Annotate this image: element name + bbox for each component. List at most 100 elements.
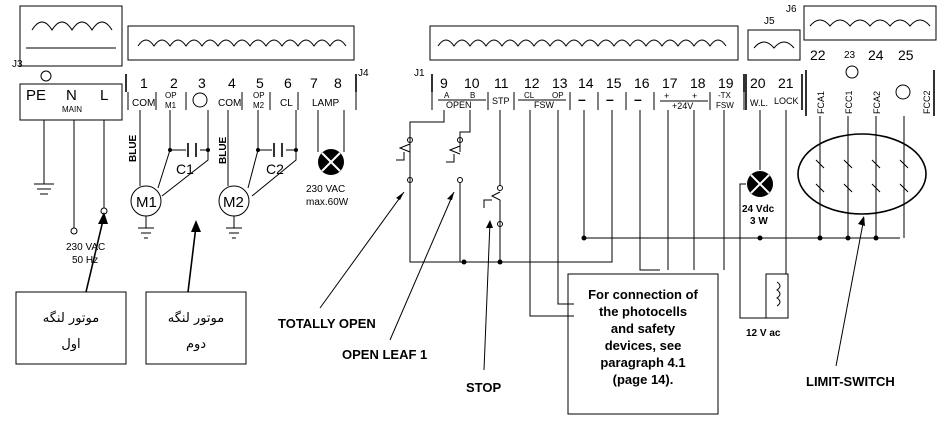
j3-screw: [40, 70, 52, 82]
note-line-5: paragraph 4.1: [600, 355, 685, 370]
j4-label: J4: [358, 68, 369, 79]
j6-connector: J6 22 23 24 25 FCA1 FCC1 FCA2 FCC2: [786, 4, 937, 241]
lamp-spec-power: max.60W: [306, 197, 349, 208]
m1-motor-leads: [157, 149, 209, 197]
flashing-lamp: 230 VAC max.60W: [306, 110, 349, 208]
j1-tx: -TX: [718, 91, 732, 100]
note-line-4: devices, see: [605, 338, 682, 353]
fsw-op-wire: [557, 110, 574, 305]
totally-open-arrowhead: [396, 192, 404, 200]
main-label: MAIN: [62, 105, 82, 114]
c2-label: C2: [266, 161, 284, 177]
j1-num-19: 19: [718, 75, 734, 91]
terminal-l: L: [100, 87, 108, 104]
supply-voltage: 230 VAC: [66, 242, 105, 253]
m1-cap-wires: [169, 110, 209, 151]
j1-minus-16: –: [634, 91, 642, 107]
j6-screw-side: [895, 84, 911, 100]
j4-separators: [127, 92, 357, 110]
j5-connector: J5 20 21 W.L. LOCK 24 Vdc 3 W 12 V ac: [739, 16, 803, 339]
j6-screw-top: [845, 65, 859, 79]
stop-contact-top: [497, 185, 503, 191]
m2-label: M2: [223, 194, 244, 211]
j6-brackets: [805, 70, 935, 116]
j5-wl: W.L.: [750, 98, 768, 108]
lamp-spec-voltage: 230 VAC: [306, 184, 345, 195]
junction-1: [461, 259, 467, 265]
j4-connector: J4 1 2 3 4 5 6 7 8 COM OP M1 COM OP M2 C…: [125, 25, 369, 110]
wl-voltage: 24 Vdc: [742, 204, 775, 215]
motor-2-circuit: C2 BLUE M2: [218, 110, 298, 239]
motor-2-callout-arrow: [187, 225, 197, 293]
junction-wl: [757, 235, 763, 241]
j1-a: A: [444, 91, 450, 100]
limit-switch-arrowhead: [858, 216, 865, 226]
junction-j6-2: [845, 235, 851, 241]
open-leaf-contact-top: [457, 137, 463, 143]
lock-coil-icon: [776, 281, 781, 307]
j4-lamp: LAMP: [312, 98, 340, 109]
note-line-1: For connection of: [588, 287, 698, 302]
lamp-wires: [317, 110, 345, 152]
wl-return: [739, 183, 770, 319]
totally-open-contact: [407, 177, 413, 183]
motor-2-callout-line-2: دوم: [186, 337, 206, 352]
j3-connector: J3 PE N L MAIN: [12, 5, 123, 121]
open-b-wire: [459, 110, 471, 152]
j1-wiring: [396, 110, 900, 317]
open-leaf-contact: [457, 177, 463, 183]
j5-plug: [747, 29, 801, 61]
limit-switch-contacts: [815, 159, 909, 193]
j4-op-m2-b: M2: [253, 101, 265, 110]
j1-cl: CL: [524, 91, 535, 100]
minus-16-wire: [639, 110, 660, 271]
m2-cap-wires: [257, 110, 297, 151]
j1-num-13: 13: [552, 75, 568, 91]
lock-box: [765, 273, 789, 319]
open-leaf-label: OPEN LEAF 1: [342, 347, 427, 362]
j4-num-5: 5: [256, 75, 264, 91]
j5-lock: LOCK: [774, 96, 799, 106]
j6-num-23: 23: [844, 50, 856, 61]
capacitor-c1: [187, 143, 197, 157]
totally-open-contact-top: [407, 137, 413, 143]
j4-screw: [192, 92, 208, 108]
j6-plug: [803, 5, 937, 41]
junction-j6-3: [873, 235, 879, 241]
j4-num-7: 7: [310, 75, 318, 91]
j1-num-12: 12: [524, 75, 540, 91]
j1-b: B: [470, 91, 475, 100]
main-supply-wiring: 230 VAC 50 Hz: [34, 120, 108, 266]
j1-connector: J1 9 10 11 12 13 14 15 16 17 18 19 A B O…: [414, 25, 745, 111]
j6-num-25: 25: [898, 47, 914, 63]
lamp-cross: [321, 152, 341, 172]
j6-plug-contacts: [809, 19, 931, 27]
j4-cl: CL: [280, 98, 293, 109]
j1-stp: STP: [492, 96, 510, 106]
blue-label-2: BLUE: [218, 136, 229, 164]
j4-plug-contacts: [137, 39, 347, 47]
j4-num-6: 6: [284, 75, 292, 91]
totally-open-arrow: [319, 191, 405, 309]
j1-label: J1: [414, 68, 425, 79]
j6-label: J6: [786, 4, 797, 15]
stop-button: [483, 110, 501, 262]
stop-contact-bottom: [497, 221, 503, 227]
j1-plug: [429, 25, 739, 61]
open-leaf-arrowhead: [447, 192, 454, 200]
photocell-note: For connection of the photocells and saf…: [567, 273, 719, 415]
j1-open: OPEN: [446, 100, 472, 110]
note-box: [567, 273, 719, 415]
fsw-cl-wire: [529, 110, 574, 317]
limit-switch-group: [797, 133, 927, 215]
open-common-wires: [409, 183, 498, 263]
j1-num-16: 16: [634, 75, 650, 91]
j1-num-9: 9: [440, 75, 448, 91]
j1-num-11: 11: [494, 75, 509, 91]
j1-plus-18: +: [692, 91, 697, 101]
j4-op-m1-b: M1: [165, 101, 177, 110]
j1-minus-14: –: [578, 91, 586, 107]
j4-num-2: 2: [170, 75, 178, 91]
terminal-pe: PE: [26, 87, 46, 104]
